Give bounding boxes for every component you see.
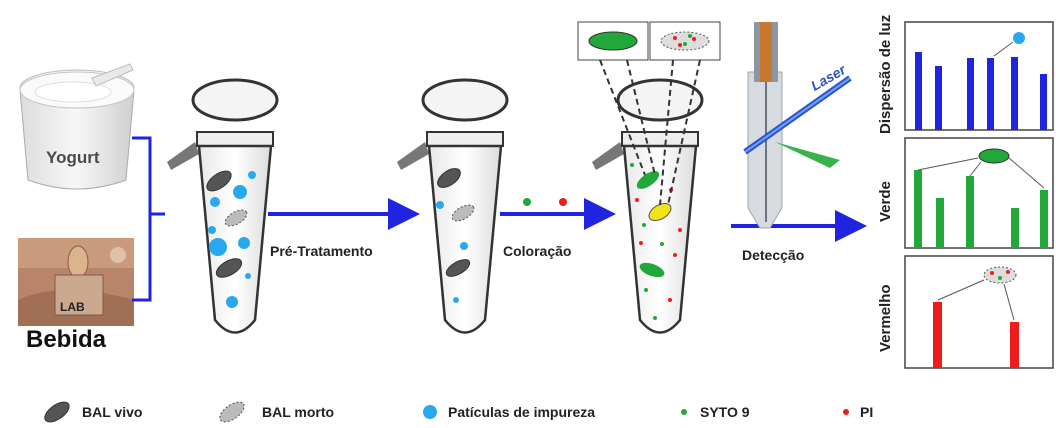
pi-dye-dot — [559, 198, 567, 206]
pretreatment-label: Pré-Tratamento — [270, 243, 373, 259]
red-bar — [933, 302, 942, 368]
syto9-icon — [681, 409, 687, 415]
green-bar — [914, 170, 922, 248]
legend-syto9-label: SYTO 9 — [700, 404, 750, 420]
red-panel-label: Vermelho — [877, 284, 894, 352]
green-bar — [1011, 208, 1019, 248]
beverage-label: Bebida — [26, 326, 106, 354]
impurity-icon — [423, 405, 437, 419]
tube-stained — [592, 80, 702, 333]
legend-pi-label: PI — [860, 404, 873, 420]
red-bar — [1010, 322, 1019, 368]
scatter-panel-label: Dispersão de luz — [877, 14, 894, 134]
lab-label: LAB — [60, 300, 85, 314]
tube-pretreated — [397, 80, 507, 333]
legend-live-label: BAL vivo — [82, 404, 142, 420]
syto9-dye-dot — [523, 198, 531, 206]
yogurt-label: Yogurt — [46, 148, 100, 168]
yogurt-cup-image — [20, 64, 134, 189]
scatter-panel — [905, 22, 1053, 130]
merge-bracket — [132, 138, 165, 300]
legend-impurity-label: Patículas de impureza — [448, 404, 595, 420]
green-bar — [966, 176, 974, 248]
pi-icon — [843, 409, 849, 415]
legend-dead-label: BAL morto — [262, 404, 334, 420]
green-bar — [1040, 190, 1048, 248]
scatter-bar — [915, 52, 922, 130]
live-cell-icon — [42, 398, 73, 426]
scatter-bar — [1011, 57, 1018, 130]
dead-cell-icon — [217, 398, 248, 426]
detection-label: Detecção — [742, 247, 804, 263]
flow-cell — [745, 22, 850, 228]
scatter-bar — [935, 66, 942, 130]
tube-sample — [167, 80, 277, 333]
red-panel — [905, 256, 1053, 368]
scatter-bar — [967, 58, 974, 130]
staining-label: Coloração — [503, 243, 571, 259]
green-panel-label: Verde — [877, 181, 894, 222]
scatter-bar — [1040, 74, 1047, 130]
green-panel — [905, 138, 1053, 248]
scatter-bar — [987, 58, 994, 130]
green-bar — [936, 198, 944, 248]
